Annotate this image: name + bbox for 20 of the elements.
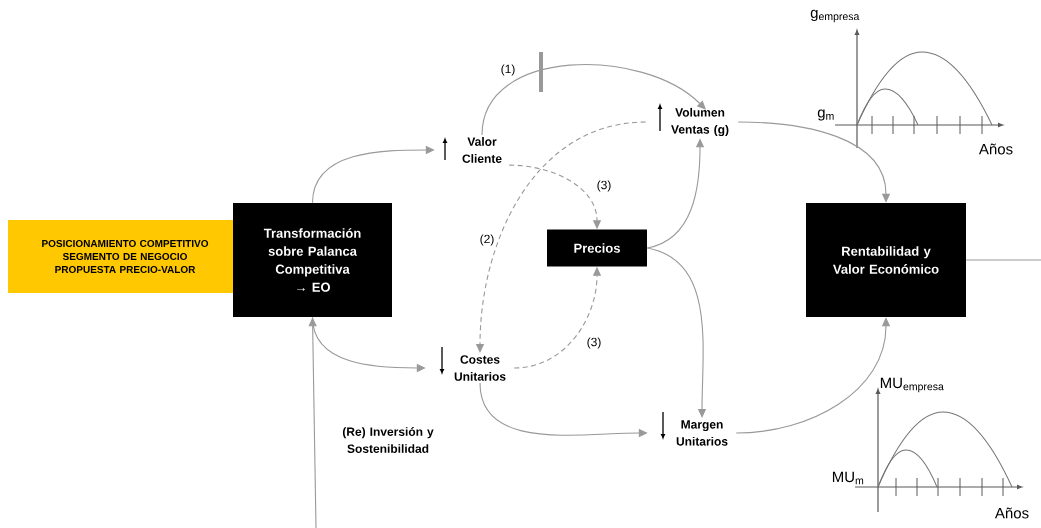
- positioning-box: POSICIONAMIENTO COMPETITIVO SEGMENTO DE NEGOCIO PROPUESTA PRECIO-VALOR: [8, 220, 242, 293]
- process-box: Transformación sobre Palanca Competitiva → EO: [233, 203, 392, 317]
- axis-label: g$_{empresa}$: [810, 9, 860, 23]
- edge-label: (3): [595, 179, 613, 193]
- process-box: Precios: [547, 229, 647, 267]
- axis-label: MU$_{empresa}$: [880, 377, 944, 393]
- concept-label: Valor Cliente: [462, 137, 502, 163]
- process-box: Rentabilidad y Valor Económico: [806, 203, 966, 317]
- concept-label: Costes Unitarios: [454, 355, 506, 381]
- axis-label: MU$_{m}$: [832, 471, 864, 485]
- concept-label: Volumen Ventas (g): [671, 107, 729, 137]
- arrow: [481, 52, 706, 136]
- axis-label: Años: [994, 507, 1029, 519]
- edge-label: (1): [499, 63, 517, 77]
- axis-label: g$_{m}$: [817, 109, 834, 121]
- axis-label: Años: [978, 143, 1013, 155]
- edge-label: (2): [478, 233, 496, 247]
- concept-label: Margen Unitarios: [676, 420, 728, 446]
- edge-label: (3): [585, 336, 603, 350]
- edge-label: (Re) Inversión y Sostenibilidad: [332, 426, 444, 454]
